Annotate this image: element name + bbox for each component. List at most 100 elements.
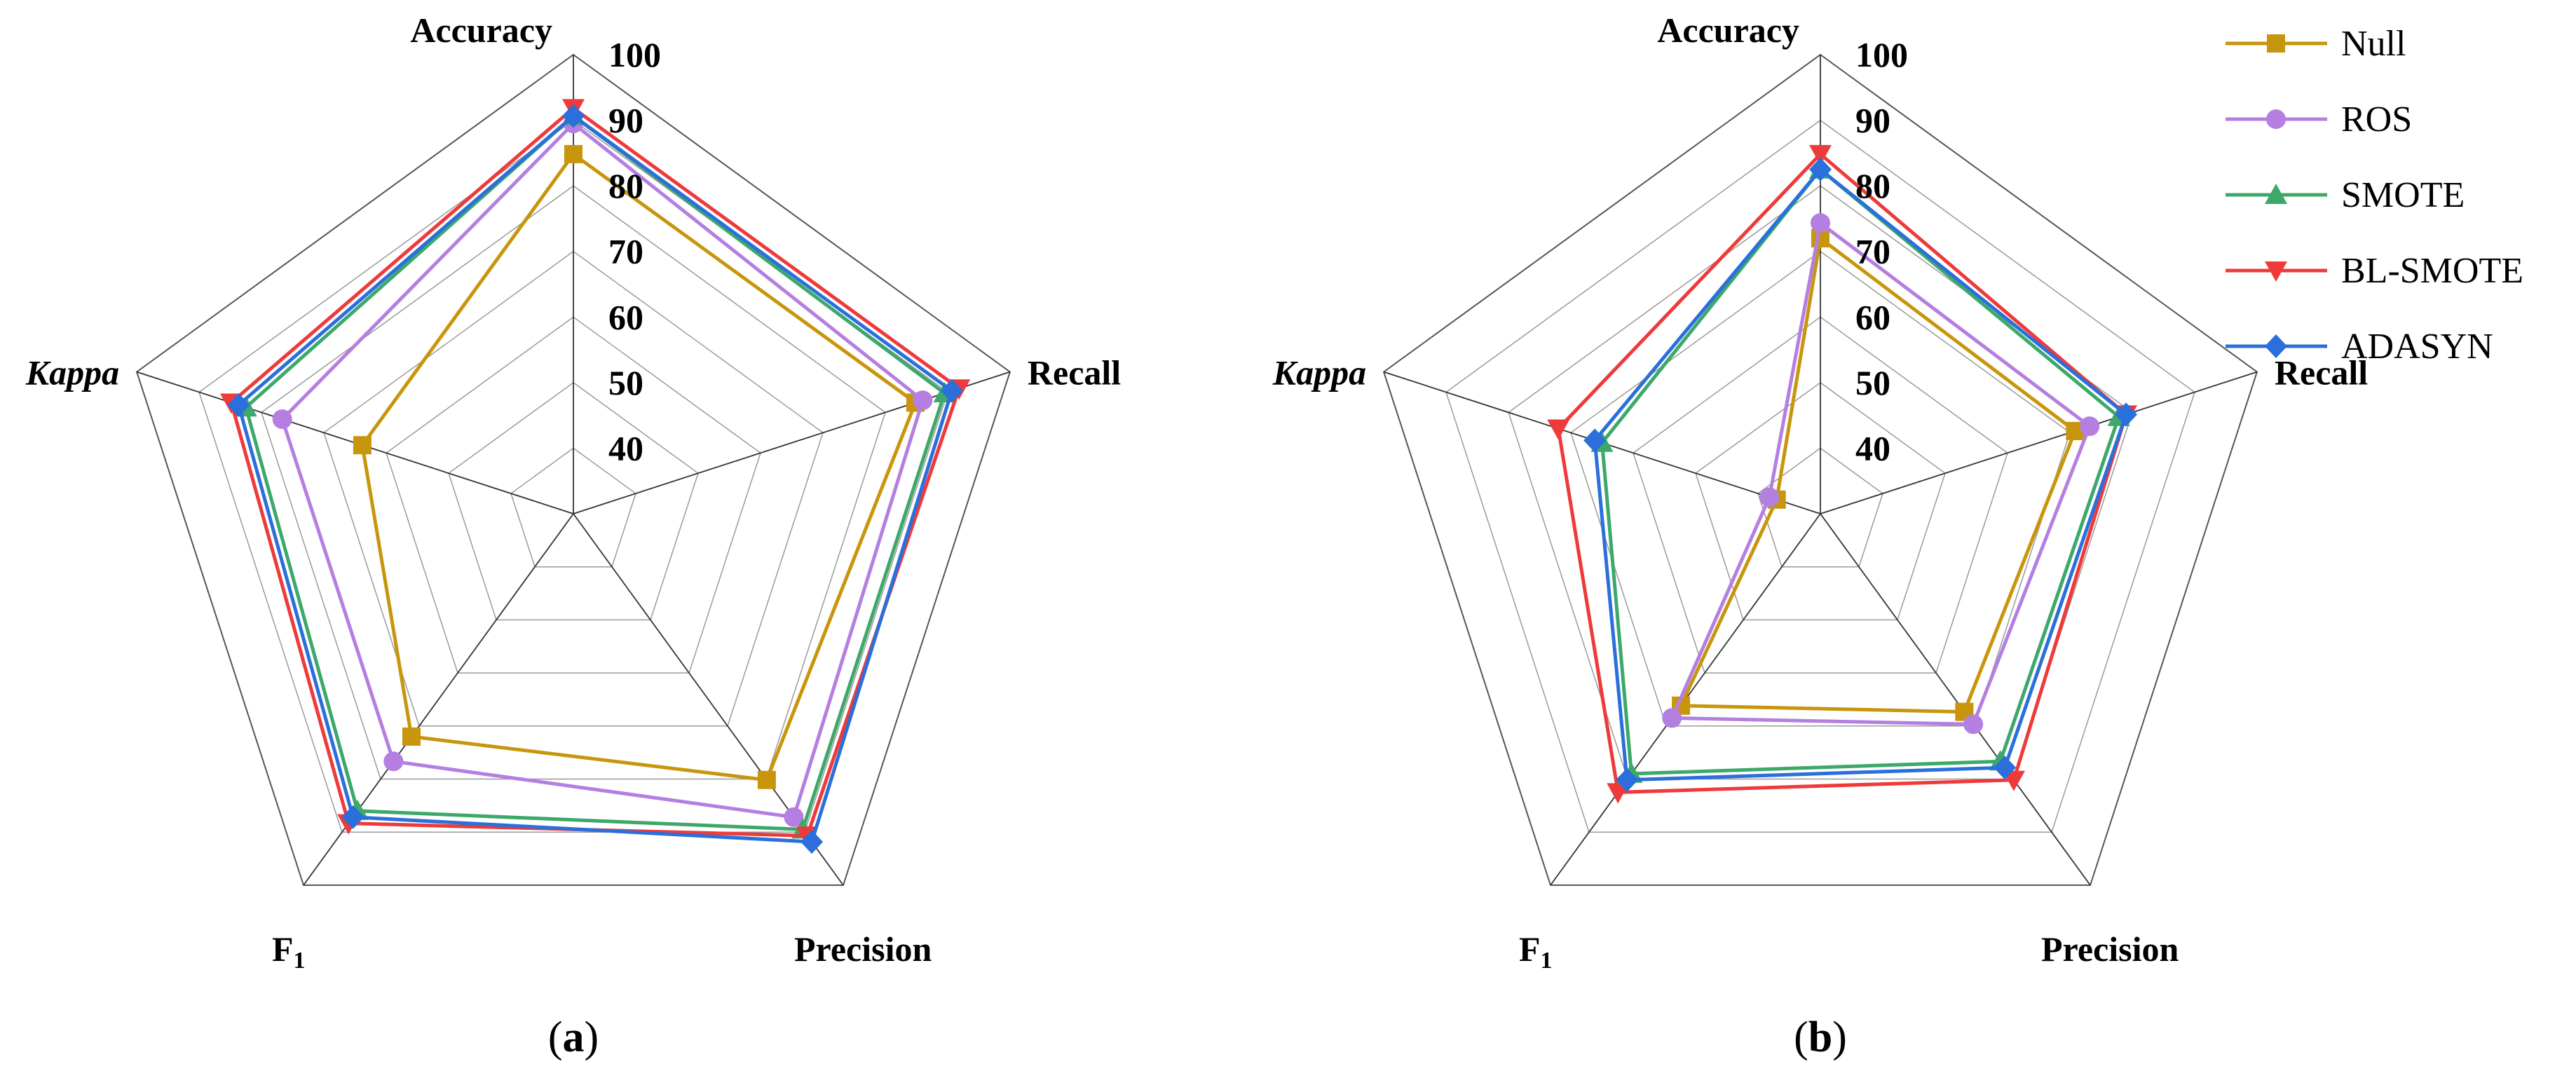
data-point (402, 727, 421, 746)
tick-labels: 40 50 60 70 80 90 100 (608, 35, 661, 468)
series-line (243, 114, 947, 831)
axis-label-f1: F1 (272, 929, 306, 974)
axis-label-accuracy: Accuracy (410, 11, 552, 50)
series-adasyn (1583, 157, 2138, 792)
grid-ring (261, 185, 886, 780)
data-point (1607, 783, 1630, 804)
legend-marker (2265, 334, 2287, 358)
grid-ring (1445, 119, 2195, 833)
axis-label-recall: Recall (2275, 353, 2368, 393)
grid-ring (135, 53, 1011, 886)
legend-entry: ROS (2226, 100, 2412, 139)
tick-label: 80 (608, 166, 643, 205)
data-point (2002, 770, 2025, 791)
axis-label-f1: F1 (1519, 929, 1553, 974)
legend-label: SMOTE (2341, 175, 2465, 215)
legend-marker (2266, 109, 2286, 129)
axis-label-kappa: Kappa (1272, 353, 1366, 393)
tick-label: 60 (1855, 297, 1890, 336)
grid-ring (448, 381, 699, 621)
axis-spoke (1820, 513, 2091, 886)
grid-ring (1695, 381, 1946, 621)
legend-entry: SMOTE (2226, 175, 2465, 215)
data-point (341, 805, 364, 829)
series-line (1669, 219, 2092, 726)
series-bl-smote (220, 99, 971, 847)
tick-label: 60 (608, 297, 643, 336)
data-point (1809, 157, 1832, 182)
legend-marker (2267, 34, 2285, 53)
axis-label-recall: Recall (1028, 353, 1121, 393)
data-point (2115, 402, 2138, 427)
legend-label: ADASYN (2341, 327, 2493, 367)
axis-label-precision: Precision (2041, 929, 2179, 969)
series-ros (1662, 213, 2100, 735)
tick-label: 100 (608, 35, 661, 74)
grid-ring (323, 250, 824, 727)
axis-spokes (136, 55, 1011, 886)
tick-label: 80 (1855, 166, 1890, 205)
data-point (383, 751, 404, 772)
legend-entry: ADASYN (2226, 327, 2493, 367)
tick-label: 40 (1855, 428, 1890, 468)
series-line (229, 106, 962, 838)
data-point (913, 390, 933, 411)
data-point (2080, 416, 2100, 437)
data-point (1547, 419, 1570, 440)
data-point (1616, 767, 1639, 792)
data-point (784, 807, 804, 827)
tick-label: 90 (1855, 101, 1890, 140)
series-adasyn (227, 104, 963, 854)
data-point (1759, 487, 1780, 507)
tick-labels: 40 50 60 70 80 90 100 (1855, 35, 1908, 468)
series-line (360, 151, 918, 782)
grid-ring (1633, 316, 2008, 674)
axis-label-precision: Precision (794, 929, 932, 969)
series-line (280, 121, 925, 819)
data-point (562, 104, 585, 128)
radar-panel-b: 405060708090100AccuracyRecallPrecisionF1… (1272, 11, 2369, 1061)
grid-ring (1757, 447, 1883, 568)
series-line (1678, 235, 2078, 714)
data-point (1963, 714, 1984, 735)
data-point (272, 409, 292, 430)
tick-label: 40 (608, 428, 643, 468)
grid-ring (1382, 53, 2258, 886)
tick-label: 50 (1855, 363, 1890, 402)
tick-label: 70 (1855, 232, 1890, 271)
data-point (227, 393, 250, 417)
axis-label-kappa: Kappa (25, 353, 119, 393)
tick-label: 50 (608, 363, 643, 402)
series-line (1593, 167, 2129, 782)
grid-ring (510, 447, 636, 568)
series-line (1556, 151, 2128, 794)
data-point (1811, 213, 1830, 233)
legend-label: Null (2341, 24, 2406, 64)
legend-entry: BL-SMOTE (2226, 251, 2523, 291)
data-point (1994, 756, 2017, 780)
data-point (800, 830, 824, 854)
legend-label: BL-SMOTE (2341, 251, 2523, 291)
data-point (940, 378, 963, 403)
series-line (236, 114, 954, 844)
data-point (564, 144, 582, 163)
data-point (1809, 144, 1832, 165)
data-point (353, 436, 372, 455)
series-bl-smote (1547, 144, 2138, 804)
series-line (1600, 167, 2121, 776)
tick-label: 90 (608, 101, 643, 140)
tick-label: 70 (608, 232, 643, 271)
legend-entry: Null (2226, 24, 2406, 64)
data-point (1583, 428, 1607, 453)
panel-label: (b) (1794, 1014, 1847, 1061)
tick-label: 100 (1855, 35, 1908, 74)
grid-ring (1570, 250, 2071, 727)
data-point (1662, 708, 1682, 728)
legend-marker (2265, 261, 2287, 282)
grid-ring (386, 316, 761, 674)
legend-label: ROS (2341, 100, 2412, 139)
